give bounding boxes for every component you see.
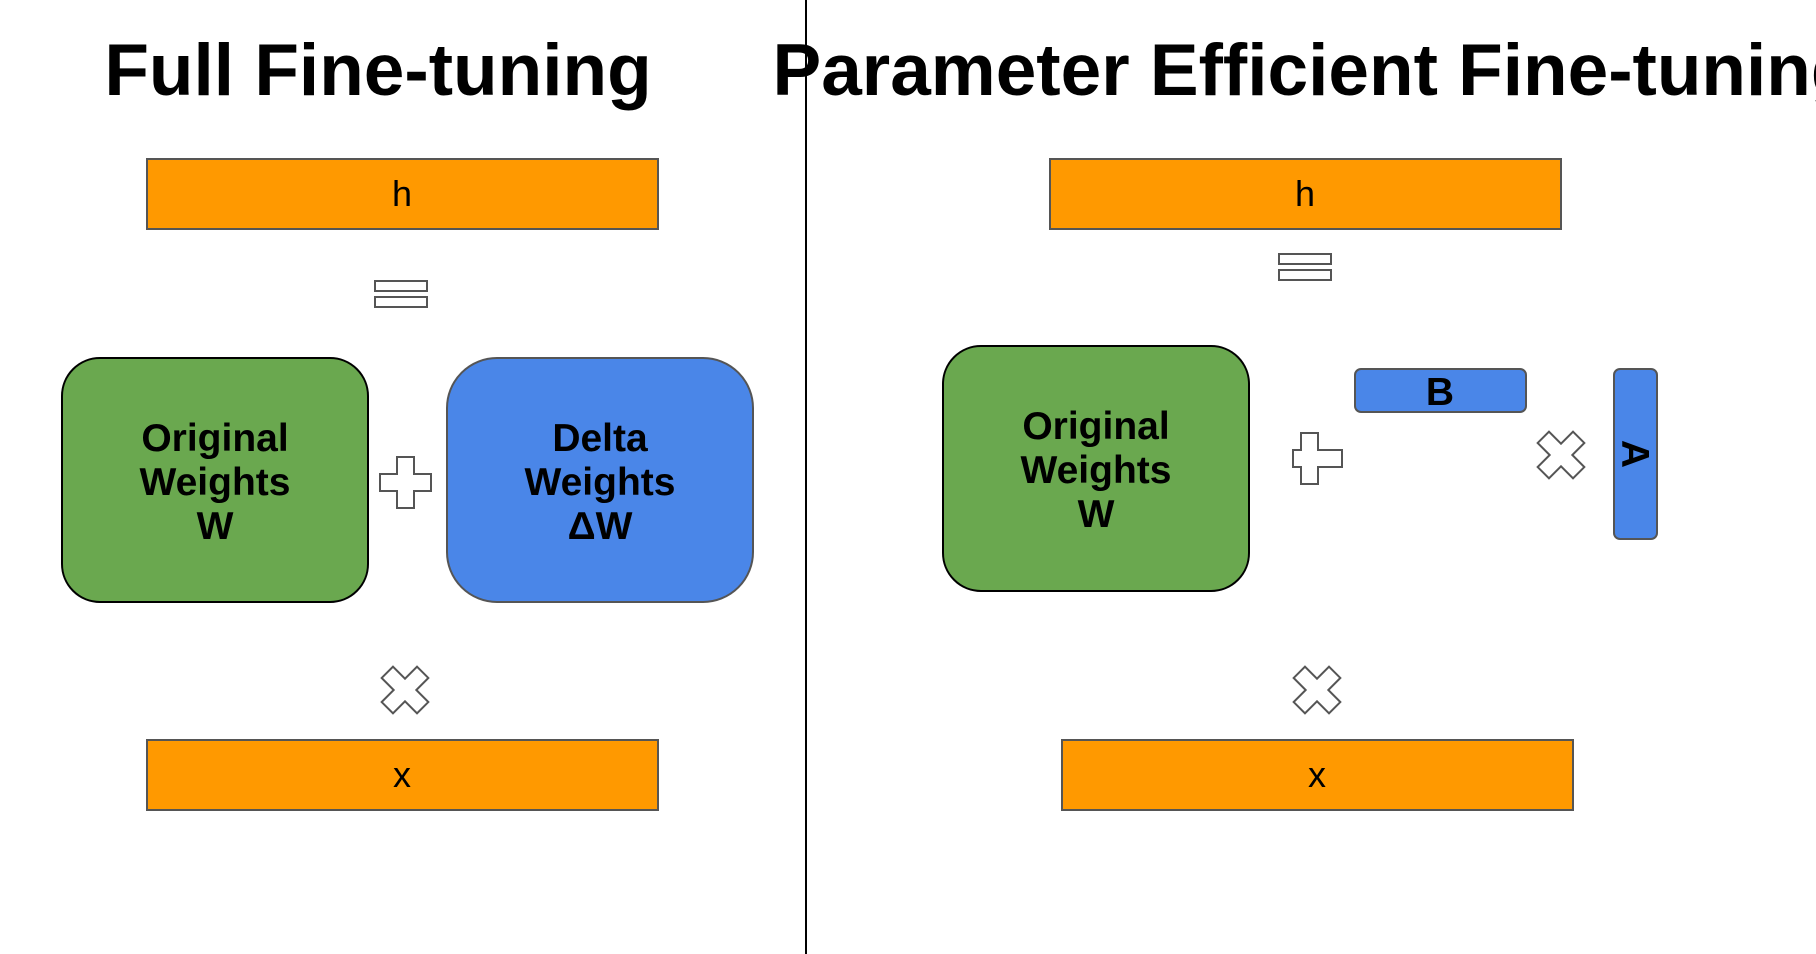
h-vector-bar (146, 158, 659, 230)
b-matrix: B (1354, 368, 1527, 414)
peft-x-vector: x (1061, 739, 1574, 811)
original-weights-line3: W (197, 505, 234, 548)
peft-original-weights-line2: Weights (1021, 449, 1172, 492)
peft-original-weights-line3: W (1078, 493, 1115, 536)
delta-weights-line2: Weights (525, 461, 676, 504)
delta-weights-line3: ΔW (568, 505, 633, 548)
peft-equals-icon (1278, 253, 1332, 281)
delta-weights-line1: Delta (552, 417, 648, 460)
peft-original-weights-rect (942, 345, 1250, 592)
original-weights-box: Original Weights W (61, 357, 369, 603)
peft-times-icon (1292, 665, 1342, 715)
peft-times-ba-icon (1536, 430, 1586, 480)
delta-weights-rect (446, 357, 754, 603)
peft-h-vector-bar (1049, 158, 1562, 230)
original-weights-rect (61, 357, 369, 603)
a-matrix: A (1613, 368, 1658, 540)
peft-title: Parameter Efficient Fine-tuning (773, 30, 1816, 111)
peft-original-weights-box: Original Weights W (942, 345, 1250, 592)
original-weights-line1: Original (141, 417, 288, 460)
full-finetuning-panel: Full Fine-tuning h Original Weights W De… (61, 30, 754, 811)
x-vector: x (146, 739, 659, 811)
peft-h-vector-label: h (1295, 173, 1315, 214)
plus-icon (379, 456, 432, 509)
x-vector-bar (146, 739, 659, 811)
a-matrix-label: A (1613, 440, 1656, 468)
b-matrix-label: B (1426, 371, 1454, 414)
h-vector: h (146, 158, 659, 230)
equals-icon (374, 280, 428, 308)
peft-x-vector-label: x (1308, 754, 1326, 795)
delta-weights-box: Delta Weights ΔW (446, 357, 754, 603)
x-vector-label: x (393, 754, 411, 795)
peft-panel: Parameter Efficient Fine-tuning h Origin… (773, 30, 1816, 811)
a-matrix-rect (1613, 368, 1658, 540)
peft-h-vector: h (1049, 158, 1562, 230)
peft-x-vector-bar (1061, 739, 1574, 811)
times-icon (380, 665, 430, 715)
b-matrix-rect (1354, 368, 1527, 413)
peft-plus-icon (1292, 432, 1343, 485)
original-weights-line2: Weights (140, 461, 291, 504)
h-vector-label: h (392, 173, 412, 214)
full-finetuning-title: Full Fine-tuning (104, 30, 651, 111)
peft-original-weights-line1: Original (1022, 405, 1169, 448)
